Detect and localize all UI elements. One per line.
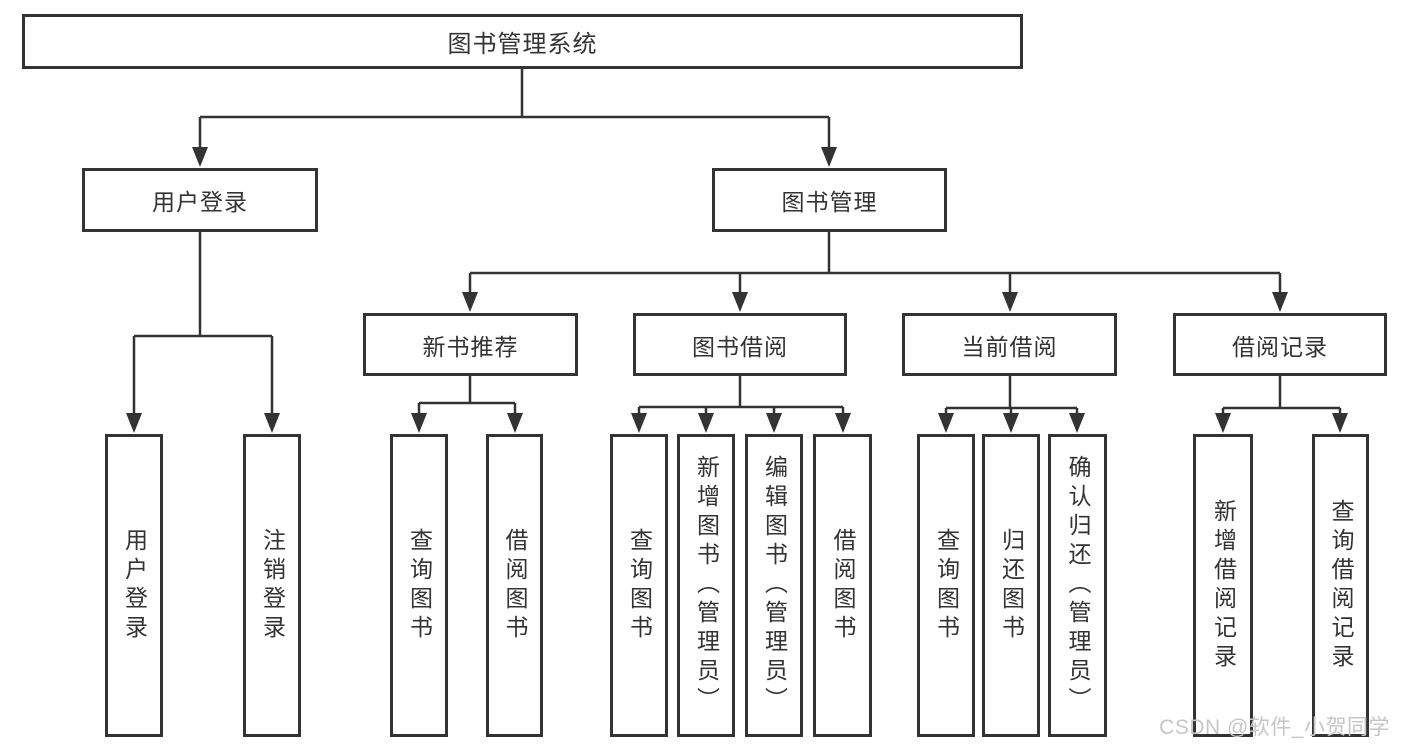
node-current-borrow-label: 当前借阅 (961, 333, 1058, 360)
node-new-book-recommend-label: 新书推荐 (422, 333, 519, 360)
node-book-management-module: 图书管理 (712, 168, 947, 232)
node-current-borrow: 当前借阅 (902, 313, 1117, 376)
leaf-add-book-admin-label: 新增图书（管理员） (693, 455, 720, 716)
connector-borrow-record-branch (1221, 376, 1342, 416)
arrow-down-icon (462, 292, 478, 312)
leaf-user-login: 用户登录 (105, 434, 163, 737)
node-book-borrow-label: 图书借阅 (692, 333, 788, 360)
leaf-user-login-label: 用户登录 (121, 527, 148, 644)
node-book-borrow: 图书借阅 (633, 313, 847, 376)
arrow-down-icon (732, 292, 748, 312)
arrow-down-icon (698, 413, 714, 433)
node-library-system: 图书管理系统 (22, 14, 1023, 69)
connector-user-login-branch (132, 232, 274, 416)
node-new-book-recommend: 新书推荐 (363, 313, 578, 376)
arrow-down-icon (766, 413, 782, 433)
leaf-return-book-label: 归还图书 (998, 527, 1025, 644)
leaf-add-book-admin: 新增图书（管理员） (677, 434, 735, 737)
arrow-down-icon (821, 147, 837, 167)
arrow-down-icon (1002, 292, 1018, 312)
leaf-query-books-current: 查询图书 (917, 434, 975, 737)
arrow-down-icon (1332, 413, 1348, 433)
leaf-borrow-books-2: 借阅图书 (813, 434, 872, 737)
arrow-down-icon (507, 413, 523, 433)
leaf-edit-book-admin-label: 编辑图书（管理员） (761, 455, 788, 716)
leaf-query-borrow-record-label: 查询借阅记录 (1328, 498, 1354, 673)
leaf-add-borrow-record: 新增借阅记录 (1193, 434, 1253, 737)
leaf-query-borrow-record: 查询借阅记录 (1312, 434, 1369, 737)
leaf-confirm-return-admin: 确认归还（管理员） (1048, 434, 1107, 737)
csdn-watermark: CSDN @软件_小贺同学 (1159, 716, 1390, 739)
arrowheads (126, 147, 1348, 433)
leaf-query-books-recommend-label: 查询图书 (406, 527, 433, 644)
leaf-borrow-books-recommend-label: 借阅图书 (502, 527, 528, 644)
leaf-borrow-books-recommend: 借阅图书 (486, 434, 543, 737)
node-book-management-module-label: 图书管理 (781, 189, 878, 215)
arrow-down-icon (264, 413, 280, 433)
connector-book-borrow-branch (637, 376, 845, 416)
leaf-logout-label: 注销登录 (259, 527, 286, 644)
leaf-query-books-borrow: 查询图书 (610, 434, 668, 737)
connector-current-borrow-branch (944, 376, 1079, 416)
connector-root-to-level2 (198, 69, 831, 150)
connector-book-management-branch (468, 232, 1282, 295)
arrow-down-icon (411, 413, 427, 433)
node-borrow-records-label: 借阅记录 (1232, 333, 1328, 360)
node-library-system-label: 图书管理系统 (447, 31, 598, 58)
arrow-down-icon (835, 413, 851, 433)
arrow-down-icon (192, 147, 208, 167)
leaf-confirm-return-admin-label: 确认归还（管理员） (1065, 455, 1091, 716)
arrow-down-icon (1272, 292, 1288, 312)
arrow-down-icon (1215, 413, 1231, 433)
connector-new-book-branch (417, 376, 517, 416)
leaf-edit-book-admin: 编辑图书（管理员） (745, 434, 803, 737)
leaf-add-borrow-record-label: 新增借阅记录 (1210, 498, 1237, 673)
node-user-login-module: 用户登录 (82, 168, 318, 232)
leaf-return-book: 归还图书 (982, 434, 1040, 737)
leaf-logout: 注销登录 (243, 434, 301, 737)
leaf-borrow-books-2-label: 借阅图书 (830, 527, 856, 644)
arrow-down-icon (1069, 413, 1085, 433)
node-user-login-module-label: 用户登录 (152, 189, 248, 215)
arrow-down-icon (631, 413, 647, 433)
leaf-query-books-borrow-label: 查询图书 (626, 527, 653, 644)
leaf-query-books-current-label: 查询图书 (933, 527, 960, 644)
arrow-down-icon (1003, 413, 1019, 433)
leaf-query-books-recommend: 查询图书 (390, 434, 448, 737)
node-borrow-records: 借阅记录 (1173, 313, 1387, 376)
arrow-down-icon (126, 413, 142, 433)
arrow-down-icon (938, 413, 954, 433)
